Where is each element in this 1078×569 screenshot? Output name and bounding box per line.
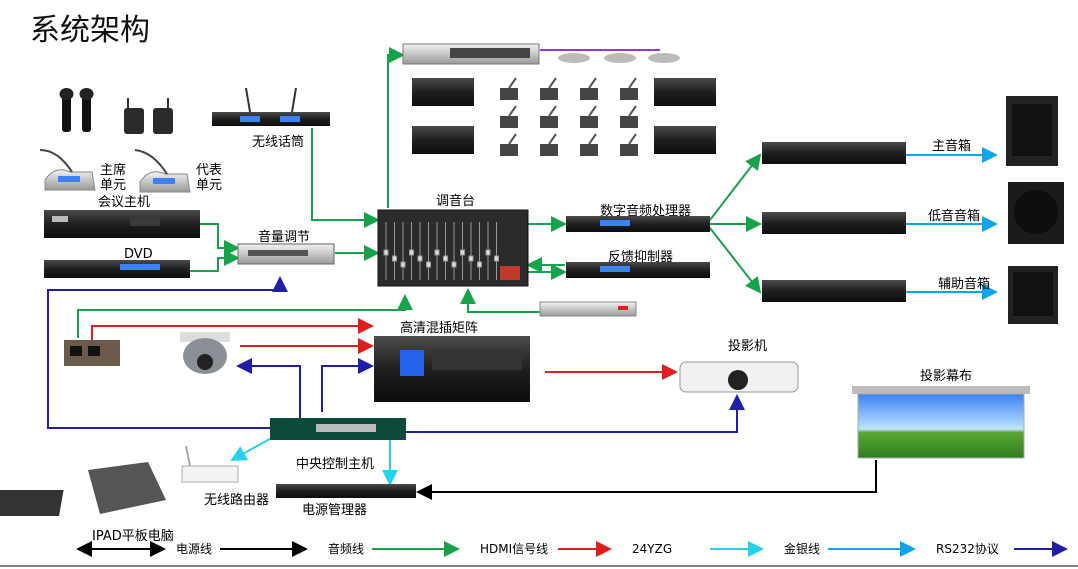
- connection-lines: [47, 47, 998, 500]
- delegate-unit-icon: [500, 105, 518, 128]
- feedback-suppressor-icon: [566, 262, 710, 278]
- central-control-icon: [270, 418, 406, 440]
- delegate-unit-text: 代表单元: [196, 163, 222, 193]
- delegate-unit-icon: [620, 77, 638, 100]
- power-amplifiers-icon: [412, 78, 716, 154]
- mixer-label: 调音台: [436, 193, 475, 209]
- legend-label: 电源线: [176, 542, 212, 556]
- speaker-cabinet-icon: [1006, 96, 1064, 324]
- legend-label: HDMI信号线: [480, 542, 548, 556]
- delegate-unit-icon: [620, 105, 638, 128]
- wireless-mic-label: 无线话筒: [252, 134, 304, 150]
- delegate-unit-icon: [580, 105, 598, 128]
- chair-unit-text: 主席单元: [100, 162, 126, 193]
- delegate-unit-icon: [580, 77, 598, 100]
- aux-speaker-label: 辅助音箱: [938, 276, 990, 292]
- projector-label: 投影机: [728, 338, 767, 354]
- projector-icon: [679, 361, 799, 393]
- ipad-label: IPAD平板电脑: [92, 529, 174, 544]
- bodypack-transmitter-icon: [124, 98, 173, 134]
- router-label: 无线路由器: [204, 492, 269, 508]
- legend-label: 音频线: [328, 541, 364, 556]
- delegate-unit-icon: [540, 105, 558, 128]
- chair-unit-icon: [39, 149, 96, 191]
- projection-screen-icon: [852, 386, 1030, 459]
- dvd-label: DVD: [124, 247, 153, 262]
- delegate-unit-icon: [500, 77, 518, 100]
- delegate-unit-icon: [540, 133, 558, 156]
- main-speaker-label: 主音箱: [932, 138, 971, 154]
- delegate-mics-top-icon: [540, 49, 680, 63]
- router-icon: [181, 445, 239, 483]
- dome-camera-icon: [180, 332, 230, 374]
- legend-label: 金银线: [784, 541, 820, 556]
- conference-host-icon: [44, 210, 200, 238]
- legend-label: 24YZG: [632, 542, 672, 556]
- page-title: 系统架构: [30, 13, 150, 48]
- delegate-unit-icon: [134, 149, 191, 193]
- delegate-unit-icon: [540, 77, 558, 100]
- mixer-console-icon: [377, 209, 529, 287]
- volume-control-label: 音量调节: [258, 229, 310, 245]
- hd-matrix-icon: [374, 336, 530, 402]
- delegate-unit-icon: [500, 133, 518, 156]
- central-control-label: 中央控制主机: [296, 457, 374, 472]
- delegate-units-grid: [500, 77, 638, 156]
- power-manager-label: 电源管理器: [302, 503, 367, 518]
- hd-matrix-label: 高清混插矩阵: [400, 320, 478, 336]
- legend: 电源线 音频线 HDMI信号线 24YZG 金银线 RS232协议: [176, 541, 1068, 557]
- tablet-icon: [0, 462, 166, 516]
- conference-extender-icon: [402, 43, 540, 65]
- amplifier-icon: [762, 142, 906, 302]
- screen-label: 投影幕布: [920, 368, 972, 384]
- delegate-unit-icon: [620, 133, 638, 156]
- sub-speaker-label: 低音音箱: [928, 208, 980, 224]
- wireless-receiver-icon: [212, 87, 330, 126]
- handheld-mic-icon: [59, 88, 94, 132]
- legend-label: RS232协议: [936, 541, 999, 556]
- conference-host-label: 会议主机: [98, 195, 150, 210]
- dsp-label: 数字音频处理器: [600, 203, 691, 219]
- signal-converter-icon: [539, 301, 637, 317]
- feedback-suppressor-label: 反馈抑制器: [608, 250, 673, 265]
- delegate-unit-icon: [580, 133, 598, 156]
- dvd-player-icon: [44, 260, 190, 278]
- volume-control-icon: [237, 243, 335, 265]
- power-manager-icon: [276, 484, 416, 498]
- floor-box-icon: [64, 340, 120, 366]
- dsp-icon: [566, 216, 710, 232]
